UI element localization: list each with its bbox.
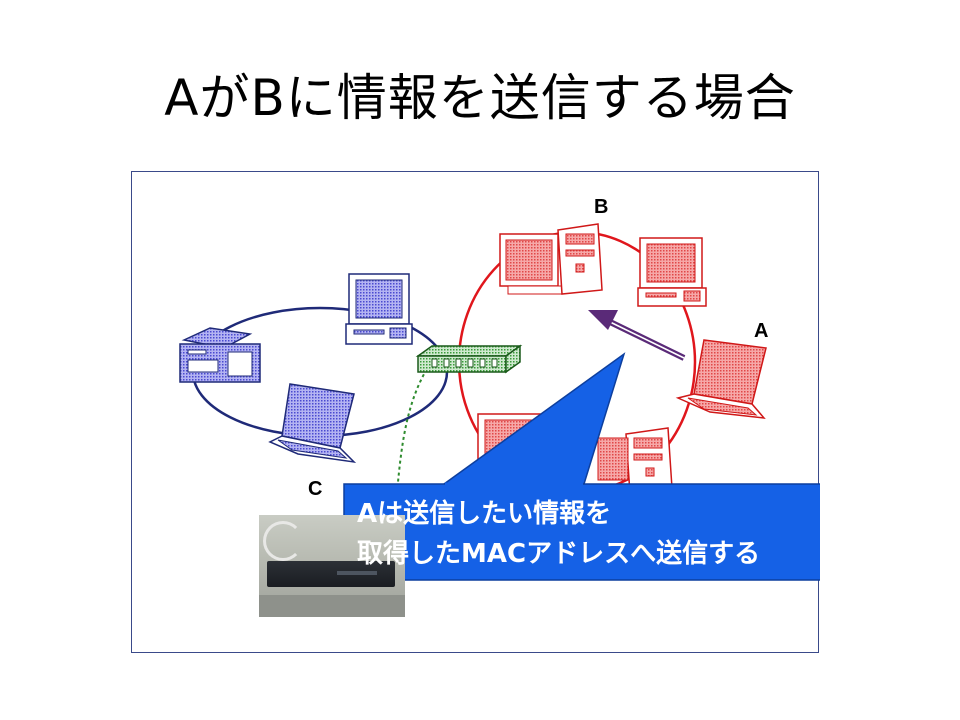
slide-title: AがBに情報を送信する場合 — [164, 69, 796, 127]
label-computer-b: B — [594, 196, 609, 218]
callout-text: Aは送信したい情報を 取得したMACアドレスへ送信する — [347, 488, 932, 578]
label-computer-a: A — [754, 320, 769, 342]
callout-line-2: 取得したMACアドレスへ送信する — [357, 539, 761, 569]
red-desktop-right-icon — [637, 237, 707, 307]
callout-box — [343, 483, 820, 581]
computer-a-laptop-icon — [675, 339, 767, 419]
send-direction-arrow — [588, 310, 686, 361]
blue-desktop-icon — [345, 273, 413, 345]
printer-icon — [179, 327, 261, 383]
blue-laptop-icon — [268, 383, 357, 464]
label-computer-c: C — [308, 478, 323, 500]
network-diagram-canvas — [179, 223, 820, 581]
callout-line-1: Aは送信したい情報を — [357, 499, 612, 529]
network-diagram: B A C Aは送信したい情報を 取得したMACアドレスへ送信する — [131, 171, 820, 653]
computer-b-icon — [499, 223, 603, 295]
switch-hub-icon — [415, 344, 523, 374]
server-c-photo — [259, 515, 405, 617]
